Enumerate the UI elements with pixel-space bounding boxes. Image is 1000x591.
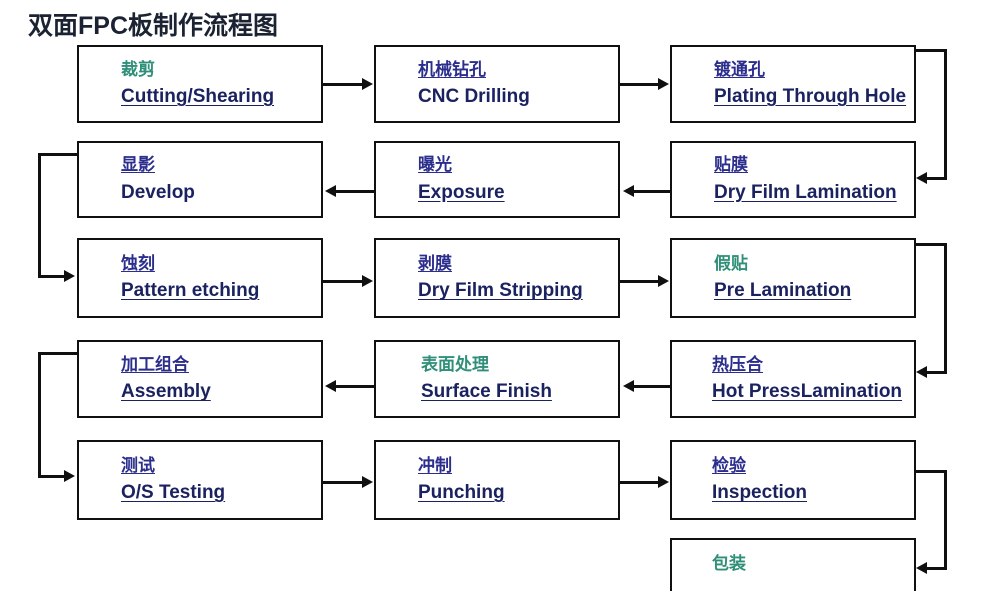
- connector-drilling-to-plating: [620, 83, 659, 86]
- connector-plating-to-lamination-down: [944, 49, 947, 179]
- page-title: 双面FPC板制作流程图: [28, 12, 279, 40]
- node-label-cn: 镀通孔: [714, 59, 765, 79]
- connector-lamination-to-exposure: [634, 190, 670, 193]
- connector-develop-to-etching-down: [38, 153, 41, 278]
- process-node-dry-film-lamination[interactable]: 贴膜 Dry Film Lamination: [670, 141, 916, 218]
- process-node-assembly[interactable]: 加工组合 Assembly: [77, 340, 323, 418]
- node-label-en: Develop: [121, 181, 195, 203]
- process-node-packaging[interactable]: 包装: [670, 538, 916, 591]
- connector-inspection-to-packaging-top: [916, 470, 947, 473]
- connector-prelamination-to-hotpress-top: [916, 243, 947, 246]
- connector-assembly-to-testing-down: [38, 352, 41, 478]
- process-node-plating-through-hole[interactable]: 镀通孔 Plating Through Hole: [670, 45, 916, 123]
- process-node-cnc-drilling[interactable]: 机械钻孔 CNC Drilling: [374, 45, 620, 123]
- connector-inspection-to-packaging-down: [944, 470, 947, 569]
- process-node-punching[interactable]: 冲制 Punching: [374, 440, 620, 520]
- node-label-en: Exposure: [418, 181, 505, 203]
- node-label-en: Surface Finish: [421, 381, 552, 403]
- connector-inspection-to-packaging-in: [927, 567, 947, 570]
- arrowhead-icon: [325, 380, 336, 392]
- node-label-en: Plating Through Hole: [714, 86, 907, 108]
- node-label-en: Inspection: [712, 482, 808, 504]
- process-node-cutting-shearing[interactable]: 裁剪 Cutting/Shearing: [77, 45, 323, 123]
- connector-plating-to-lamination-top: [916, 49, 947, 52]
- node-label-en: Dry Film Lamination: [714, 181, 897, 203]
- connector-etching-to-stripping: [323, 280, 363, 283]
- connector-punching-to-inspection: [620, 481, 659, 484]
- arrowhead-icon: [623, 185, 634, 197]
- node-label-cn: 剥膜: [418, 253, 452, 273]
- process-node-develop[interactable]: 显影 Develop: [77, 141, 323, 218]
- connector-develop-to-etching-top: [38, 153, 78, 156]
- process-node-pattern-etching[interactable]: 蚀刻 Pattern etching: [77, 238, 323, 318]
- node-label-en: Punching: [418, 482, 505, 504]
- node-label-cn: 蚀刻: [121, 253, 155, 273]
- arrowhead-icon: [916, 172, 927, 184]
- connector-assembly-to-testing-in: [38, 475, 66, 478]
- node-label-cn: 冲制: [418, 455, 452, 475]
- node-label-cn: 显影: [121, 155, 155, 175]
- node-label-en: Dry Film Stripping: [418, 280, 583, 302]
- connector-prelamination-to-hotpress-in: [927, 371, 947, 374]
- process-node-dry-film-stripping[interactable]: 剥膜 Dry Film Stripping: [374, 238, 620, 318]
- arrowhead-icon: [362, 476, 373, 488]
- node-label-cn: 包装: [712, 554, 746, 573]
- connector-stripping-to-prelamination: [620, 280, 659, 283]
- connector-hotpress-to-surfacefinish: [634, 385, 670, 388]
- node-label-cn: 贴膜: [714, 155, 748, 175]
- node-label-en: CNC Drilling: [418, 86, 530, 108]
- connector-surfacefinish-to-assembly: [336, 385, 374, 388]
- node-label-cn: 机械钻孔: [418, 59, 486, 79]
- connector-testing-to-punching: [323, 481, 363, 484]
- process-node-pre-lamination[interactable]: 假贴 Pre Lamination: [670, 238, 916, 318]
- node-label-cn: 裁剪: [121, 59, 155, 79]
- connector-develop-to-etching-in: [38, 275, 66, 278]
- connector-exposure-to-develop: [336, 190, 374, 193]
- arrowhead-icon: [916, 366, 927, 378]
- node-label-en: Assembly: [121, 381, 211, 403]
- process-node-inspection[interactable]: 检验 Inspection: [670, 440, 916, 520]
- process-node-hot-press-lamination[interactable]: 热压合 Hot PressLamination: [670, 340, 916, 418]
- node-label-en: Pattern etching: [121, 280, 260, 302]
- connector-cutting-to-drilling: [323, 83, 363, 86]
- process-node-surface-finish[interactable]: 表面处理 Surface Finish: [374, 340, 620, 418]
- node-label-cn: 检验: [712, 455, 746, 475]
- connector-plating-to-lamination-in: [927, 177, 947, 180]
- arrowhead-icon: [64, 470, 75, 482]
- arrowhead-icon: [916, 562, 927, 574]
- node-label-en: O/S Testing: [121, 482, 226, 504]
- connector-prelamination-to-hotpress-down: [944, 243, 947, 373]
- arrowhead-icon: [658, 78, 669, 90]
- process-node-os-testing[interactable]: 测试 O/S Testing: [77, 440, 323, 520]
- node-label-en: Cutting/Shearing: [121, 86, 275, 108]
- arrowhead-icon: [658, 476, 669, 488]
- node-label-cn: 曝光: [418, 155, 452, 175]
- node-label-en: Pre Lamination: [714, 280, 852, 302]
- node-label-cn: 假贴: [714, 253, 748, 273]
- arrowhead-icon: [658, 275, 669, 287]
- connector-assembly-to-testing-top: [38, 352, 78, 355]
- node-label-cn: 测试: [121, 455, 155, 475]
- arrowhead-icon: [64, 270, 75, 282]
- node-label-cn: 加工组合: [121, 354, 189, 374]
- arrowhead-icon: [325, 185, 336, 197]
- arrowhead-icon: [623, 380, 634, 392]
- arrowhead-icon: [362, 78, 373, 90]
- arrowhead-icon: [362, 275, 373, 287]
- node-label-en: Hot PressLamination: [712, 381, 903, 403]
- process-node-exposure[interactable]: 曝光 Exposure: [374, 141, 620, 218]
- node-label-cn: 热压合: [712, 354, 763, 374]
- node-label-cn: 表面处理: [421, 354, 489, 374]
